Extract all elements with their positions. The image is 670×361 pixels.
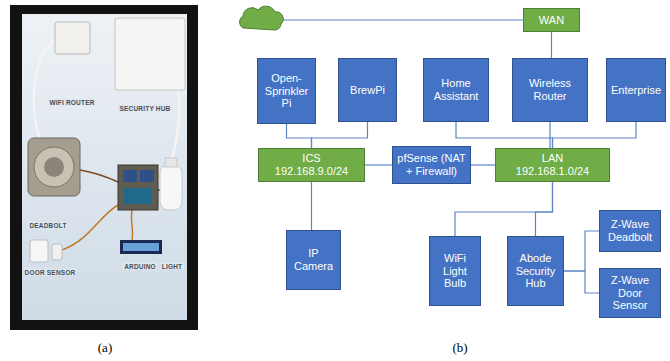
network-link [564, 271, 599, 293]
deadbolt-core [44, 157, 64, 177]
node-text: Z-Wave Deadbolt [603, 218, 657, 243]
node-text: WAN [539, 14, 564, 27]
network-link [312, 122, 368, 148]
deadbolt-wire [80, 170, 118, 182]
device-box: Open- Sprinkler Pi [257, 58, 316, 124]
internet-link [283, 19, 523, 20]
network-link [471, 164, 495, 165]
device-box: pfSense (NAT + Firewall) [392, 146, 471, 184]
device-box: Enterprise [606, 58, 666, 122]
device-box: Home Assistant [423, 58, 489, 122]
node-text: Open- Sprinkler Pi [261, 72, 312, 110]
device-box: Z-Wave Door Sensor [599, 268, 661, 318]
device-box: Z-Wave Deadbolt [599, 210, 661, 252]
arduino-board [118, 165, 158, 210]
photo-label: LIGHT [161, 263, 184, 270]
network-link [456, 122, 553, 148]
node-text: 192.168.9.0/24 [275, 165, 348, 178]
node-text: Abode Security Hub [511, 252, 560, 290]
node-text: 192.168.1.0/24 [516, 165, 589, 178]
network-link [365, 164, 392, 165]
router-device [55, 22, 90, 54]
light-bulb [160, 165, 182, 210]
photo-label: ARDUINO [123, 263, 157, 270]
node-text: pfSense (NAT + Firewall) [396, 152, 467, 177]
node-text: LAN [542, 152, 563, 165]
node-text: BrewPi [350, 84, 385, 97]
node-text: Home Assistant [427, 77, 485, 102]
device-box: Wireless Router [512, 58, 588, 122]
subfigure-caption: (b) [452, 340, 467, 356]
hub-cable [171, 90, 179, 165]
network-box: LAN192.168.1.0/24 [495, 148, 610, 182]
network-link [549, 122, 550, 148]
arduino-chip [124, 188, 152, 204]
network-link [536, 182, 553, 236]
device-box: Abode Security Hub [507, 236, 564, 306]
relay-module [140, 170, 154, 182]
hub-device [115, 18, 185, 90]
sensor-magnet [52, 244, 62, 260]
device-box: IP Camera [286, 230, 341, 290]
network-link [455, 182, 553, 236]
network-link [287, 124, 312, 148]
device-box: BrewPi [338, 58, 397, 122]
network-link [551, 32, 552, 58]
lcd-screen [123, 243, 159, 251]
lcd-wire [131, 210, 132, 240]
network-link [553, 122, 637, 148]
network-box: WAN [523, 8, 580, 32]
node-text: Z-Wave Door Sensor [603, 274, 657, 312]
node-text: Enterprise [611, 84, 661, 97]
network-link [311, 182, 312, 230]
node-text: ICS [302, 152, 320, 165]
device-box: WiFi Light Bulb [429, 236, 481, 306]
node-text: Wireless Router [516, 77, 584, 102]
subfigure-caption: (a) [98, 340, 112, 356]
internet-cloud [240, 6, 284, 30]
node-text: WiFi Light Bulb [433, 252, 477, 290]
deadbolt-body [28, 138, 80, 196]
sensor-device [30, 240, 48, 262]
router-cable [34, 40, 55, 140]
network-link [564, 231, 599, 271]
photo-label: SECURITY HUB [118, 105, 171, 112]
deadbolt-knob [34, 147, 74, 187]
photo-label: DEADBOLT [28, 222, 67, 229]
node-text: IP Camera [290, 247, 337, 272]
photo-panel [22, 14, 187, 320]
photo-label: WIFI ROUTER [48, 99, 95, 106]
sensor-wire [62, 205, 118, 250]
light-socket [165, 158, 177, 167]
relay-module [123, 170, 137, 182]
photo-frame [10, 5, 198, 330]
network-box: ICS192.168.9.0/24 [258, 148, 365, 182]
lcd-frame [120, 240, 162, 254]
photo-label: DOOR SENSOR [24, 269, 77, 276]
